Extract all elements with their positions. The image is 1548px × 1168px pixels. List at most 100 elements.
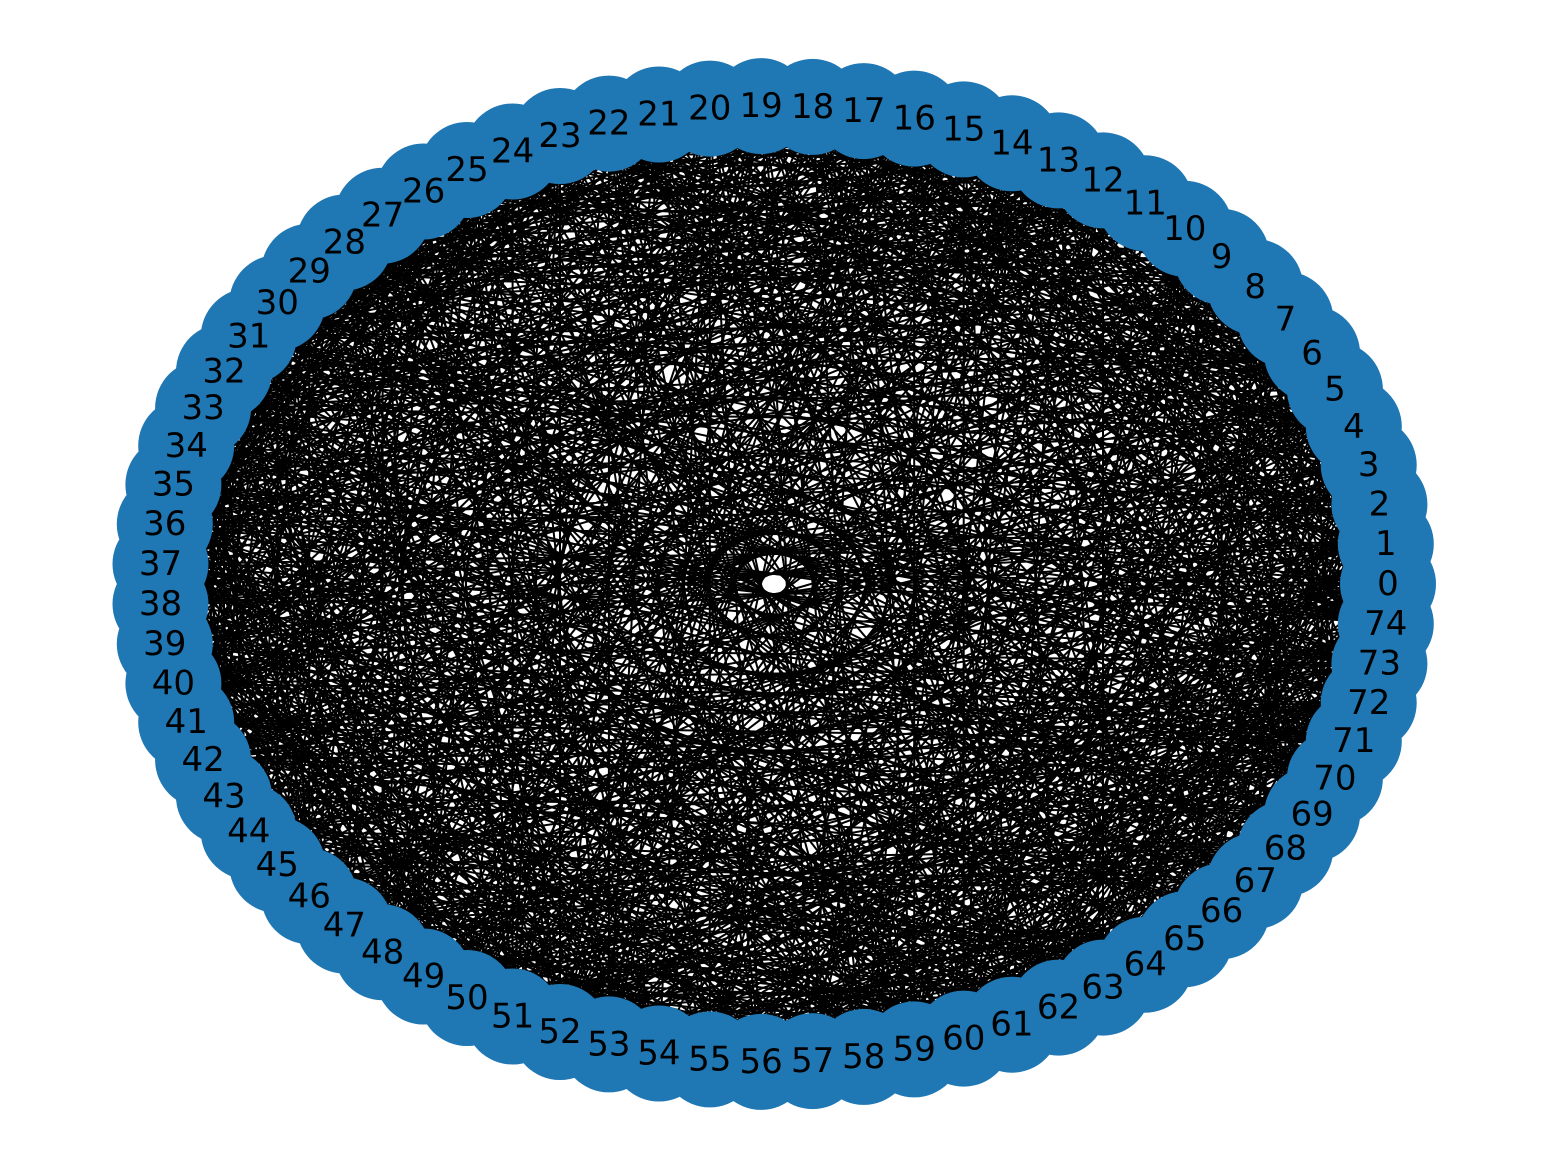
- edge-45-68: [277, 847, 1286, 866]
- edge-6-49: [423, 352, 1313, 978]
- node-label-15: 15: [942, 109, 985, 149]
- edge-48-74: [382, 623, 1387, 954]
- edge-23-55: [559, 135, 711, 1060]
- node-label-46: 46: [288, 876, 331, 916]
- node-label-23: 23: [538, 116, 581, 156]
- edge-28-74: [344, 241, 1387, 625]
- edge-16-49: [422, 118, 916, 977]
- node-label-53: 53: [587, 1024, 630, 1064]
- edge-24-70: [511, 150, 1336, 780]
- edge-13-71: [1057, 159, 1355, 742]
- node-label-62: 62: [1037, 988, 1080, 1028]
- edge-16-74: [913, 117, 1387, 625]
- node-label-49: 49: [402, 957, 445, 997]
- node-label-32: 32: [202, 352, 245, 392]
- node-label-27: 27: [361, 196, 404, 236]
- node-74: [1337, 576, 1434, 672]
- edge-27-70: [382, 214, 1336, 780]
- edge-4-64: [1144, 426, 1355, 966]
- edge-39-73: [164, 642, 1380, 665]
- edge-45-73: [277, 662, 1380, 866]
- edge-14-71: [1011, 142, 1355, 742]
- node-label-31: 31: [227, 316, 270, 356]
- node-label-9: 9: [1211, 237, 1233, 277]
- edge-56-74: [760, 623, 1387, 1063]
- node-label-44: 44: [227, 812, 270, 852]
- node-label-29: 29: [288, 252, 331, 292]
- edge-13-66: [1057, 160, 1223, 912]
- node-label-33: 33: [181, 388, 224, 428]
- edge-37-67: [160, 563, 1256, 882]
- edge-20-54: [657, 108, 711, 1054]
- edge-43-68: [223, 795, 1286, 850]
- node-label-14: 14: [990, 123, 1033, 163]
- node-label-71: 71: [1332, 721, 1375, 761]
- edge-51-66: [512, 910, 1222, 1018]
- node-label-5: 5: [1324, 370, 1346, 410]
- edge-28-60: [343, 241, 965, 1040]
- edge-49-74: [423, 623, 1387, 978]
- node-label-48: 48: [361, 932, 404, 972]
- edge-17-73: [862, 110, 1381, 665]
- node-label-4: 4: [1343, 407, 1365, 447]
- node-label-68: 68: [1264, 829, 1307, 869]
- edge-28-62: [343, 241, 1060, 1009]
- edge-7-40: [173, 318, 1286, 685]
- edge-57-74: [811, 623, 1387, 1062]
- node-label-50: 50: [445, 978, 488, 1018]
- edge-47-69: [344, 813, 1313, 927]
- edge-1-42: [202, 543, 1386, 761]
- edge-2-34: [186, 444, 1380, 506]
- node-label-59: 59: [893, 1029, 936, 1069]
- edge-25-74: [466, 169, 1387, 625]
- edge-54-73: [658, 662, 1380, 1055]
- node-label-6: 6: [1301, 334, 1323, 374]
- edge-48-63: [382, 951, 1104, 989]
- edge-13-72: [1057, 159, 1370, 704]
- node-label-26: 26: [402, 172, 445, 212]
- edge-42-74: [202, 623, 1386, 761]
- node-label-51: 51: [491, 997, 534, 1037]
- edge-58-73: [863, 662, 1381, 1058]
- edge-54-74: [658, 623, 1387, 1055]
- edge-51-71: [512, 740, 1355, 1018]
- edge-39-61: [164, 642, 1013, 1026]
- edge-59-74: [913, 623, 1387, 1051]
- node-label-37: 37: [139, 544, 182, 584]
- node-label-13: 13: [1037, 140, 1080, 180]
- node-label-2: 2: [1369, 484, 1391, 524]
- edge-16-73: [913, 117, 1381, 665]
- node-label-74: 74: [1364, 604, 1407, 644]
- edge-29-73: [308, 270, 1380, 665]
- edge-37-69: [160, 563, 1313, 816]
- edge-47-71: [344, 740, 1354, 927]
- node-label-25: 25: [445, 150, 488, 190]
- node-label-11: 11: [1124, 183, 1167, 223]
- node-label-39: 39: [143, 624, 186, 664]
- node-label-41: 41: [165, 702, 208, 742]
- edge-57-72: [812, 702, 1370, 1062]
- node-label-18: 18: [791, 87, 834, 127]
- node-label-57: 57: [791, 1041, 834, 1081]
- node-label-8: 8: [1244, 267, 1266, 307]
- nodes-layer: [112, 58, 1436, 1110]
- edge-36-53: [164, 523, 610, 1046]
- edge-23-74: [559, 135, 1387, 625]
- edge-13-63: [1057, 160, 1104, 988]
- node-label-65: 65: [1163, 919, 1206, 959]
- node-label-42: 42: [181, 740, 224, 780]
- edge-13-68: [1057, 160, 1287, 849]
- edge-44-74: [248, 623, 1386, 833]
- node-label-24: 24: [491, 132, 534, 172]
- node-label-0: 0: [1377, 564, 1399, 604]
- edge-20-68: [709, 107, 1287, 850]
- edge-8-53: [608, 286, 1256, 1046]
- edge-22-74: [608, 122, 1387, 625]
- edge-52-71: [559, 740, 1355, 1033]
- node-label-72: 72: [1347, 683, 1390, 723]
- edge-52-74: [559, 623, 1387, 1033]
- node-label-73: 73: [1358, 644, 1401, 684]
- edge-16-61: [913, 118, 1013, 1025]
- node-label-12: 12: [1081, 160, 1124, 200]
